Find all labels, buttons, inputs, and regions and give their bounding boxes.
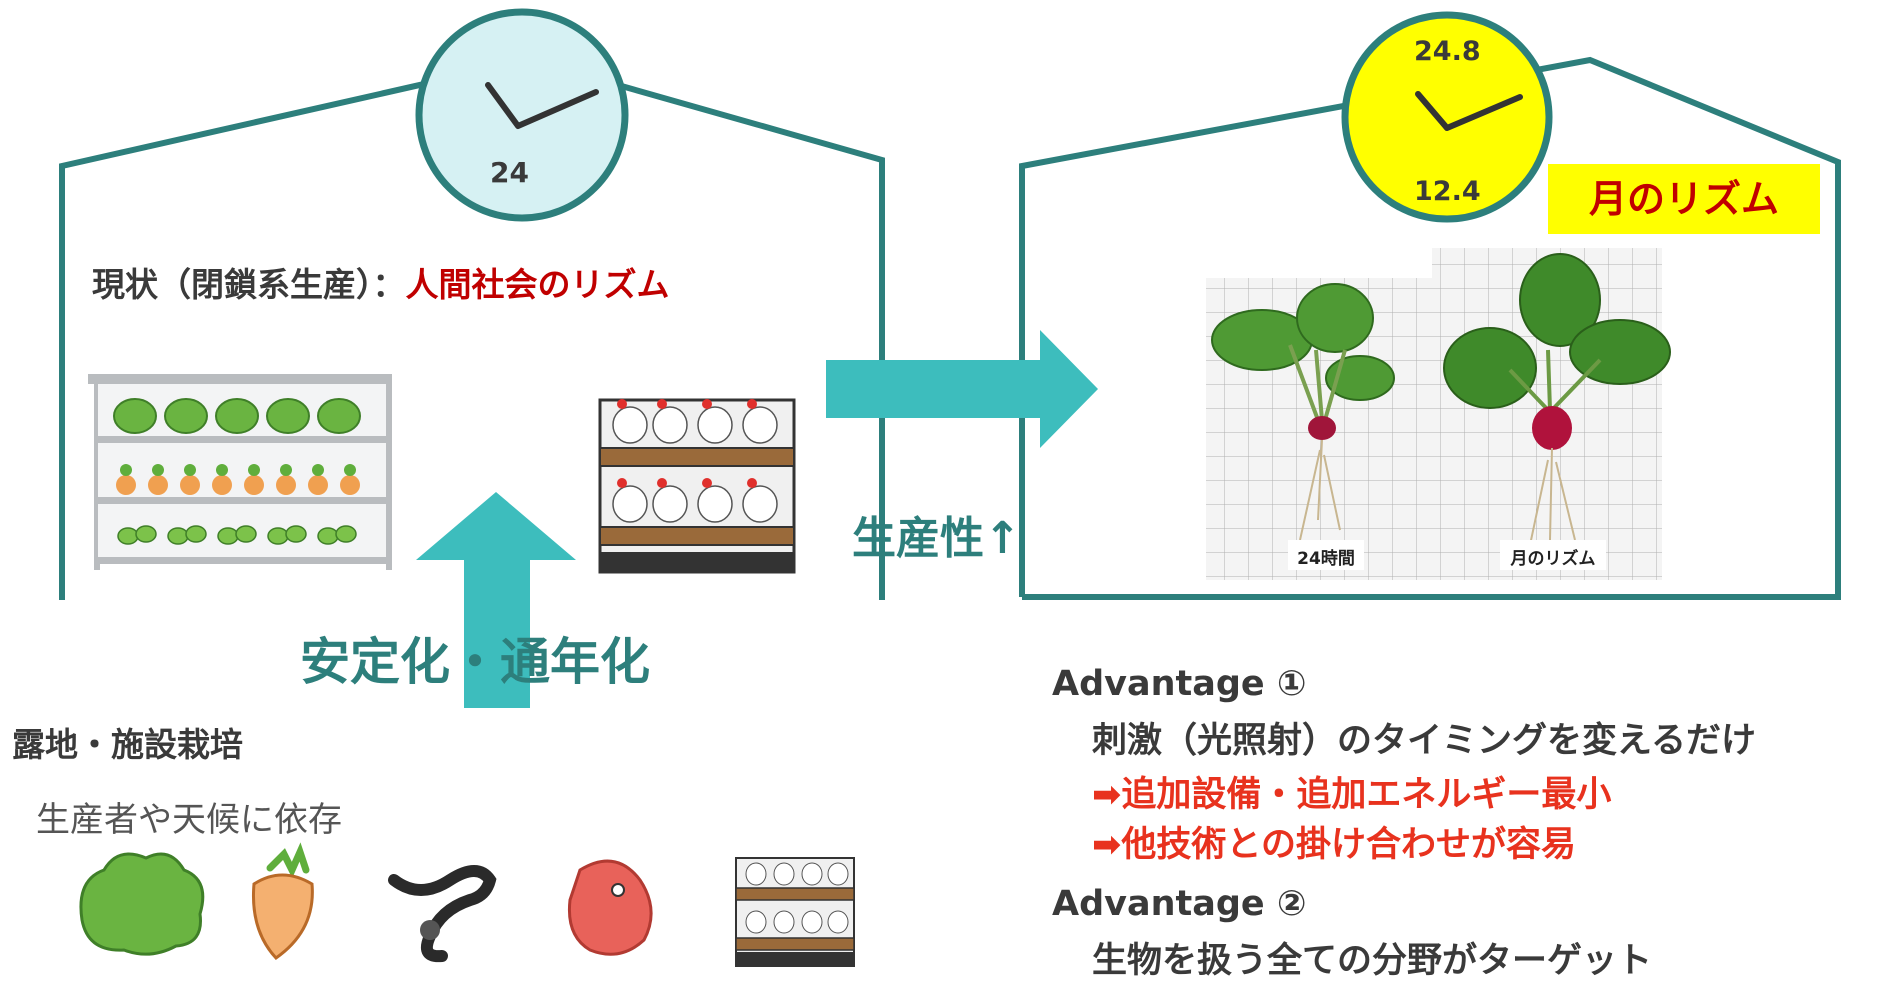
right-arrow (826, 330, 1098, 448)
sea-bream-icon (567, 859, 653, 956)
chicken-cage-small-icon (735, 857, 855, 967)
outdoor-title: 露地・施設栽培 (12, 725, 243, 764)
heading-prefix: 現状（閉鎖系生産）： (92, 265, 406, 304)
productivity-label: 生産性↑ (852, 513, 1021, 564)
radish-photo (1206, 248, 1671, 580)
lettuce-icon (79, 852, 205, 956)
up-arrow (416, 492, 576, 708)
vegetable-shelf-icon (88, 374, 392, 570)
right-clock-bottom-label: 12.4 (1414, 176, 1481, 207)
advantage-1-text: 刺激（光照射）のタイミングを変えるだけ (1092, 721, 1756, 761)
left-house-heading: 現状（閉鎖系生産）：人間社会のリズム (92, 258, 670, 306)
advantage-2-text: 生物を扱う全ての分野がターゲット (1092, 941, 1653, 981)
heading-highlight: 人間社会のリズム (405, 265, 670, 304)
advantage-1-title: Advantage ① (1052, 664, 1307, 704)
advantage-2-title: Advantage ② (1052, 884, 1307, 924)
carrot-icon (252, 842, 314, 960)
right-clock-top-label: 24.8 (1414, 36, 1481, 67)
photo-label-right: 月のリズム (1510, 549, 1596, 569)
advantage-1-point-1: ➡追加設備・追加エネルギー最小 (1092, 775, 1612, 815)
left-clock-label: 24 (490, 156, 529, 189)
stabilization-label: 安定化・通年化 (300, 633, 650, 691)
right-house-outline (1019, 56, 1841, 600)
right-clock (1341, 11, 1553, 223)
chicken-cage-icon (598, 398, 796, 574)
eel-icon (388, 865, 497, 963)
left-clock (415, 8, 629, 222)
photo-label-left: 24時間 (1297, 549, 1355, 569)
outdoor-subtitle: 生産者や天候に依存 (36, 800, 342, 840)
advantage-1-point-2: ➡他技術との掛け合わせが容易 (1092, 825, 1576, 865)
moon-rhythm-badge: 月のリズム (1548, 164, 1820, 234)
